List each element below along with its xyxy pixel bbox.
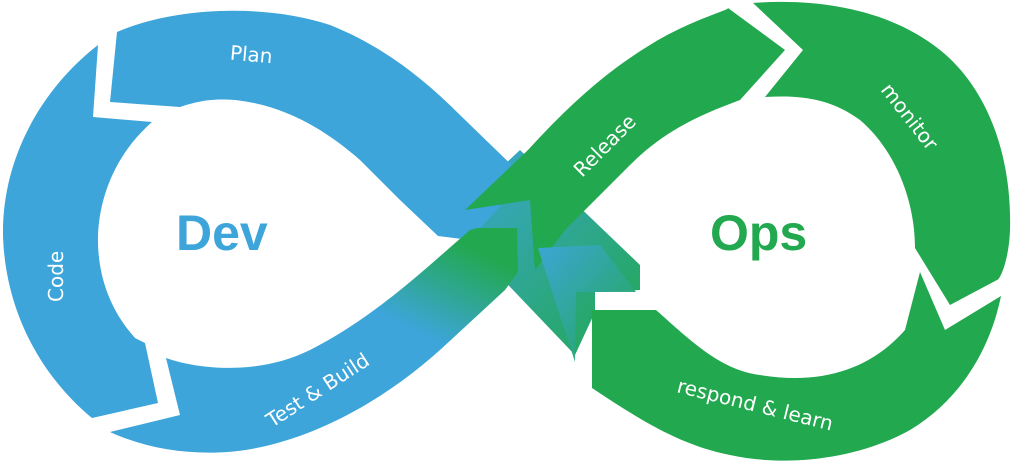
- segment-respond-learn[interactable]: [592, 272, 1001, 461]
- segment-code[interactable]: [2, 45, 159, 418]
- label-code: Code: [44, 251, 68, 302]
- segment-release[interactable]: [465, 8, 785, 270]
- hub-label-ops: Ops: [710, 205, 807, 261]
- hub-label-dev: Dev: [176, 205, 268, 261]
- segment-monitor[interactable]: [753, 1, 1011, 306]
- label-plan: Plan: [229, 41, 273, 69]
- arrow-head-crossover: [538, 245, 636, 362]
- segment-plan[interactable]: [110, 10, 525, 240]
- segment-test-build[interactable]: [110, 228, 518, 453]
